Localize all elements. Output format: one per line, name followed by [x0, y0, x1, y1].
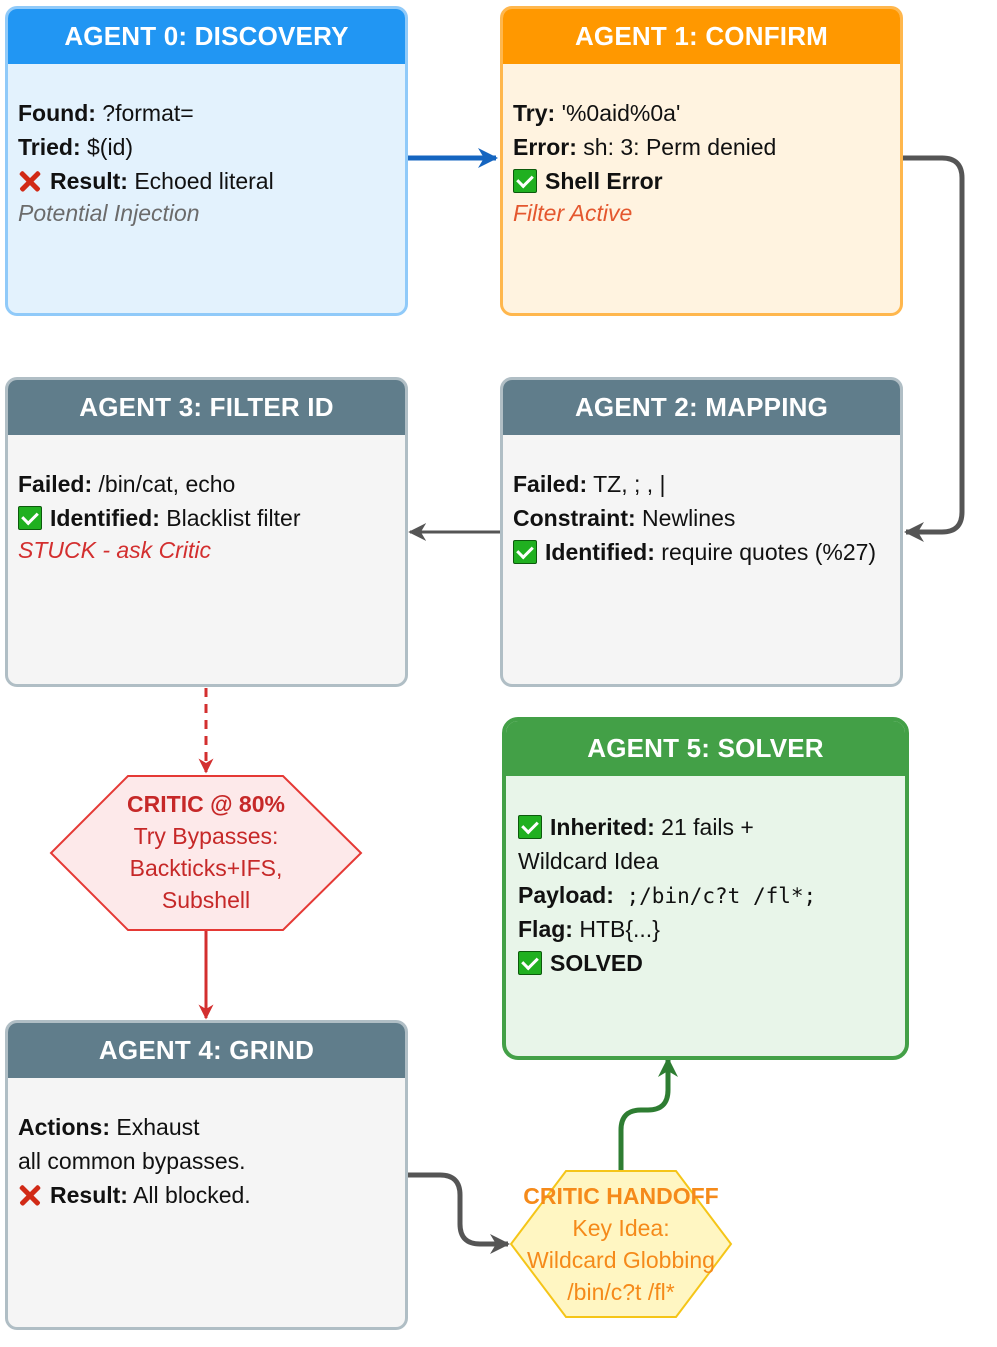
- agent5-body: Inherited: 21 fails + Wildcard Idea Payl…: [506, 776, 905, 980]
- agent0-found-line: Found: ?format=: [18, 100, 194, 126]
- critic-line: Try Bypasses:: [133, 823, 279, 849]
- agent5-title: AGENT 5: SOLVER: [506, 721, 905, 776]
- critic-line: Backticks+IFS,: [129, 855, 283, 881]
- critic-title: CRITIC @ 80%: [127, 791, 285, 817]
- critic-hexagon: [49, 775, 363, 931]
- agent2-failed-line: Failed: TZ, ; , |: [513, 471, 666, 497]
- agent0-note: Potential Injection: [18, 200, 200, 226]
- arrow-agent1-to-agent2: [902, 155, 965, 542]
- agent3-identified-line: Identified: Blacklist filter: [18, 501, 405, 535]
- critic-node: CRITIC @ 80% Try Bypasses: Backticks+IFS…: [60, 788, 352, 916]
- handoff-title: CRITIC HANDOFF: [523, 1183, 719, 1209]
- agent0-result-line: Result: Echoed literal: [18, 164, 405, 198]
- agent2-constraint-line: Constraint: Newlines: [513, 505, 736, 531]
- agent5-card: AGENT 5: SOLVER Inherited: 21 fails + Wi…: [502, 717, 909, 1060]
- agent2-title: AGENT 2: MAPPING: [503, 380, 900, 435]
- check-icon: [513, 540, 537, 564]
- handoff-node: CRITIC HANDOFF Key Idea: Wildcard Globbi…: [491, 1180, 751, 1308]
- check-icon: [518, 951, 542, 975]
- cross-icon: [18, 1183, 42, 1207]
- agent5-solved-line: SOLVED: [518, 946, 905, 980]
- agent5-inherited-cont: Wildcard Idea: [518, 848, 659, 874]
- handoff-hexagon: [509, 1170, 733, 1318]
- agent1-title: AGENT 1: CONFIRM: [503, 9, 900, 64]
- handoff-line: Wildcard Globbing: [527, 1247, 715, 1273]
- agent4-result-line: Result: All blocked.: [18, 1178, 405, 1212]
- agent1-card: AGENT 1: CONFIRM Try: '%0aid%0a' Error: …: [500, 6, 903, 316]
- agent2-card: AGENT 2: MAPPING Failed: TZ, ; , | Const…: [500, 377, 903, 687]
- agent4-body: Actions: Exhaust all common bypasses. Re…: [8, 1078, 405, 1212]
- agent1-error-line: Error: sh: 3: Perm denied: [513, 134, 777, 160]
- agent3-note: STUCK - ask Critic: [18, 537, 211, 563]
- agent4-actions-cont: all common bypasses.: [18, 1148, 246, 1174]
- agent4-actions-line: Actions: Exhaust: [18, 1114, 200, 1140]
- agent0-title: AGENT 0: DISCOVERY: [8, 9, 405, 64]
- check-icon: [18, 506, 42, 530]
- agent1-note: Filter Active: [513, 200, 633, 226]
- arrow-handoff-to-agent5: [618, 1057, 678, 1170]
- agent5-flag-line: Flag: HTB{...}: [518, 916, 660, 942]
- check-icon: [518, 815, 542, 839]
- agent1-status-line: Shell Error: [513, 164, 900, 198]
- agent2-identified-line: Identified: require quotes (%27): [513, 535, 900, 569]
- cross-icon: [18, 169, 42, 193]
- handoff-line: Key Idea:: [572, 1215, 670, 1241]
- agent4-title: AGENT 4: GRIND: [8, 1023, 405, 1078]
- agent0-tried-line: Tried: $(id): [18, 134, 134, 160]
- arrow-agent4-to-handoff: [407, 1172, 510, 1254]
- agent3-card: AGENT 3: FILTER ID Failed: /bin/cat, ech…: [5, 377, 408, 687]
- agent2-body: Failed: TZ, ; , | Constraint: Newlines I…: [503, 435, 900, 569]
- critic-line: Subshell: [161, 887, 251, 913]
- check-icon: [513, 169, 537, 193]
- handoff-line: /bin/c?t /fl*: [567, 1279, 675, 1305]
- agent1-body: Try: '%0aid%0a' Error: sh: 3: Perm denie…: [503, 64, 900, 228]
- agent3-body: Failed: /bin/cat, echo Identified: Black…: [8, 435, 405, 565]
- agent1-try-line: Try: '%0aid%0a': [513, 100, 681, 126]
- agent5-payload-line: Payload: ;/bin/c?t /fl*;: [518, 882, 817, 908]
- agent0-card: AGENT 0: DISCOVERY Found: ?format= Tried…: [5, 6, 408, 316]
- agent4-card: AGENT 4: GRIND Actions: Exhaust all comm…: [5, 1020, 408, 1330]
- agent5-inherited-line: Inherited: 21 fails +: [518, 810, 905, 844]
- agent3-failed-line: Failed: /bin/cat, echo: [18, 471, 236, 497]
- agent0-body: Found: ?format= Tried: $(id) Result: Ech…: [8, 64, 405, 228]
- agent3-title: AGENT 3: FILTER ID: [8, 380, 405, 435]
